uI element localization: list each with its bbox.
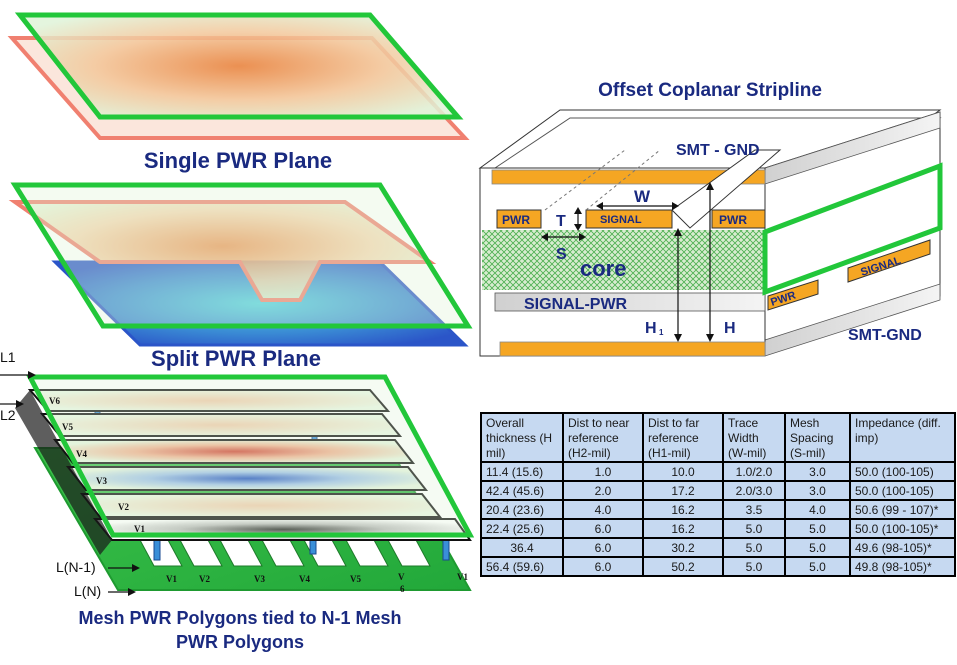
cell: 1.0 xyxy=(563,462,643,481)
mesh-label-ln1: L(N-1) xyxy=(56,559,96,575)
cell: 49.8 (98-105)* xyxy=(850,557,955,576)
strip-label-v1: V1 xyxy=(134,524,145,534)
single-plane-gradient xyxy=(20,15,458,117)
table-row: 20.4 (23.6) 4.0 16.2 3.5 4.0 50.6 (99 - … xyxy=(481,500,955,519)
cell: 56.4 (59.6) xyxy=(481,557,563,576)
h1-label: H xyxy=(645,320,657,337)
cell: 2.0 xyxy=(563,481,643,500)
header-trace-width: Trace Width (W-mil) xyxy=(723,413,785,462)
t-label: T xyxy=(556,213,566,230)
cell: 2.0/3.0 xyxy=(723,481,785,500)
cell: 50.0 (100-105)* xyxy=(850,519,955,538)
header-mesh-spacing: Mesh Spacing (S-mil) xyxy=(785,413,850,462)
mesh-label-l2: L2 xyxy=(0,407,16,423)
cell: 11.4 (15.6) xyxy=(481,462,563,481)
cell: 6.0 xyxy=(563,557,643,576)
cell: 3.0 xyxy=(785,462,850,481)
strip-label-v2: V2 xyxy=(118,502,129,512)
bottom-label-v4: V4 xyxy=(299,574,310,584)
pwr-right-label: PWR xyxy=(719,213,747,227)
signal-label: SIGNAL xyxy=(600,214,642,226)
cell: 6.0 xyxy=(563,538,643,557)
pwr-left-label: PWR xyxy=(502,213,530,227)
cell: 50.6 (99 - 107)* xyxy=(850,500,955,519)
table-header-row: Overall thickness (H mil) Dist to near r… xyxy=(481,413,955,462)
bottom-label-v3: V3 xyxy=(254,574,265,584)
stripline-title: Offset Coplanar Stripline xyxy=(598,80,822,101)
strip-label-v6: V6 xyxy=(49,396,60,406)
cell: 4.0 xyxy=(563,500,643,519)
table-row: 36.4 6.0 30.2 5.0 5.0 49.6 (98-105)* xyxy=(481,538,955,557)
smt-gnd-top-label: SMT - GND xyxy=(676,142,760,159)
split-pwr-plane-figure xyxy=(15,185,468,345)
single-pwr-plane-figure xyxy=(12,15,465,138)
cell: 3.5 xyxy=(723,500,785,519)
cell: 4.0 xyxy=(785,500,850,519)
cell: 42.4 (45.6) xyxy=(481,481,563,500)
h-label: H xyxy=(724,320,736,337)
header-dist-far: Dist to far reference (H1-mil) xyxy=(643,413,723,462)
cell: 16.2 xyxy=(643,519,723,538)
strip-label-v5: V5 xyxy=(62,422,73,432)
h1-subscript: 1 xyxy=(659,328,664,337)
table-row: 56.4 (59.6) 6.0 50.2 5.0 5.0 49.8 (98-10… xyxy=(481,557,955,576)
strip-label-v3: V3 xyxy=(96,476,107,486)
mesh-title-line2: PWR Polygons xyxy=(176,632,304,652)
cell: 5.0 xyxy=(785,519,850,538)
cell: 5.0 xyxy=(723,538,785,557)
table-row: 22.4 (25.6) 6.0 16.2 5.0 5.0 50.0 (100-1… xyxy=(481,519,955,538)
cell: 49.6 (98-105)* xyxy=(850,538,955,557)
impedance-table: Overall thickness (H mil) Dist to near r… xyxy=(480,412,956,577)
mesh-label-l1: L1 xyxy=(0,349,16,365)
mesh-title-line1: Mesh PWR Polygons tied to N-1 Mesh xyxy=(78,608,401,628)
cell: 5.0 xyxy=(723,519,785,538)
cell: 10.0 xyxy=(643,462,723,481)
cell: 50.2 xyxy=(643,557,723,576)
header-impedance: Impedance (diff. imp) xyxy=(850,413,955,462)
cell: 16.2 xyxy=(643,500,723,519)
bottom-label-v: V xyxy=(398,572,405,582)
split-plane-green-outline xyxy=(15,185,468,326)
header-dist-near: Dist to near reference (H2-mil) xyxy=(563,413,643,462)
cell: 22.4 (25.6) xyxy=(481,519,563,538)
cell: 5.0 xyxy=(723,557,785,576)
w-label: W xyxy=(634,187,651,206)
s-label: S xyxy=(556,246,567,263)
single-pwr-plane-title: Single PWR Plane xyxy=(144,148,332,173)
bottom-label-v1: V1 xyxy=(166,574,177,584)
cell: 6.0 xyxy=(563,519,643,538)
cell: 3.0 xyxy=(785,481,850,500)
cell: 17.2 xyxy=(643,481,723,500)
table-row: 11.4 (15.6) 1.0 10.0 1.0/2.0 3.0 50.0 (1… xyxy=(481,462,955,481)
bottom-label-v1-right: V1 xyxy=(457,572,468,582)
bottom-label-v2: V2 xyxy=(199,574,210,584)
strip-label-v4: V4 xyxy=(76,449,87,459)
cell: 50.0 (100-105) xyxy=(850,462,955,481)
table-row: 42.4 (45.6) 2.0 17.2 2.0/3.0 3.0 50.0 (1… xyxy=(481,481,955,500)
smt-gnd-bottom-label: SMT-GND xyxy=(848,327,922,344)
mesh-label-ln: L(N) xyxy=(74,583,101,599)
cell: 20.4 (23.6) xyxy=(481,500,563,519)
core-label: core xyxy=(580,256,626,281)
cell: 36.4 xyxy=(481,538,563,557)
cell: 50.0 (100-105) xyxy=(850,481,955,500)
bottom-gnd-layer xyxy=(500,342,765,356)
header-overall-thickness: Overall thickness (H mil) xyxy=(481,413,563,462)
bottom-label-v5: V5 xyxy=(350,574,361,584)
cell: 1.0/2.0 xyxy=(723,462,785,481)
split-pwr-plane-title: Split PWR Plane xyxy=(151,346,321,371)
cell: 5.0 xyxy=(785,557,850,576)
cell: 5.0 xyxy=(785,538,850,557)
cell: 30.2 xyxy=(643,538,723,557)
bottom-label-6: 6 xyxy=(400,584,405,594)
signal-pwr-label: SIGNAL-PWR xyxy=(524,296,628,313)
